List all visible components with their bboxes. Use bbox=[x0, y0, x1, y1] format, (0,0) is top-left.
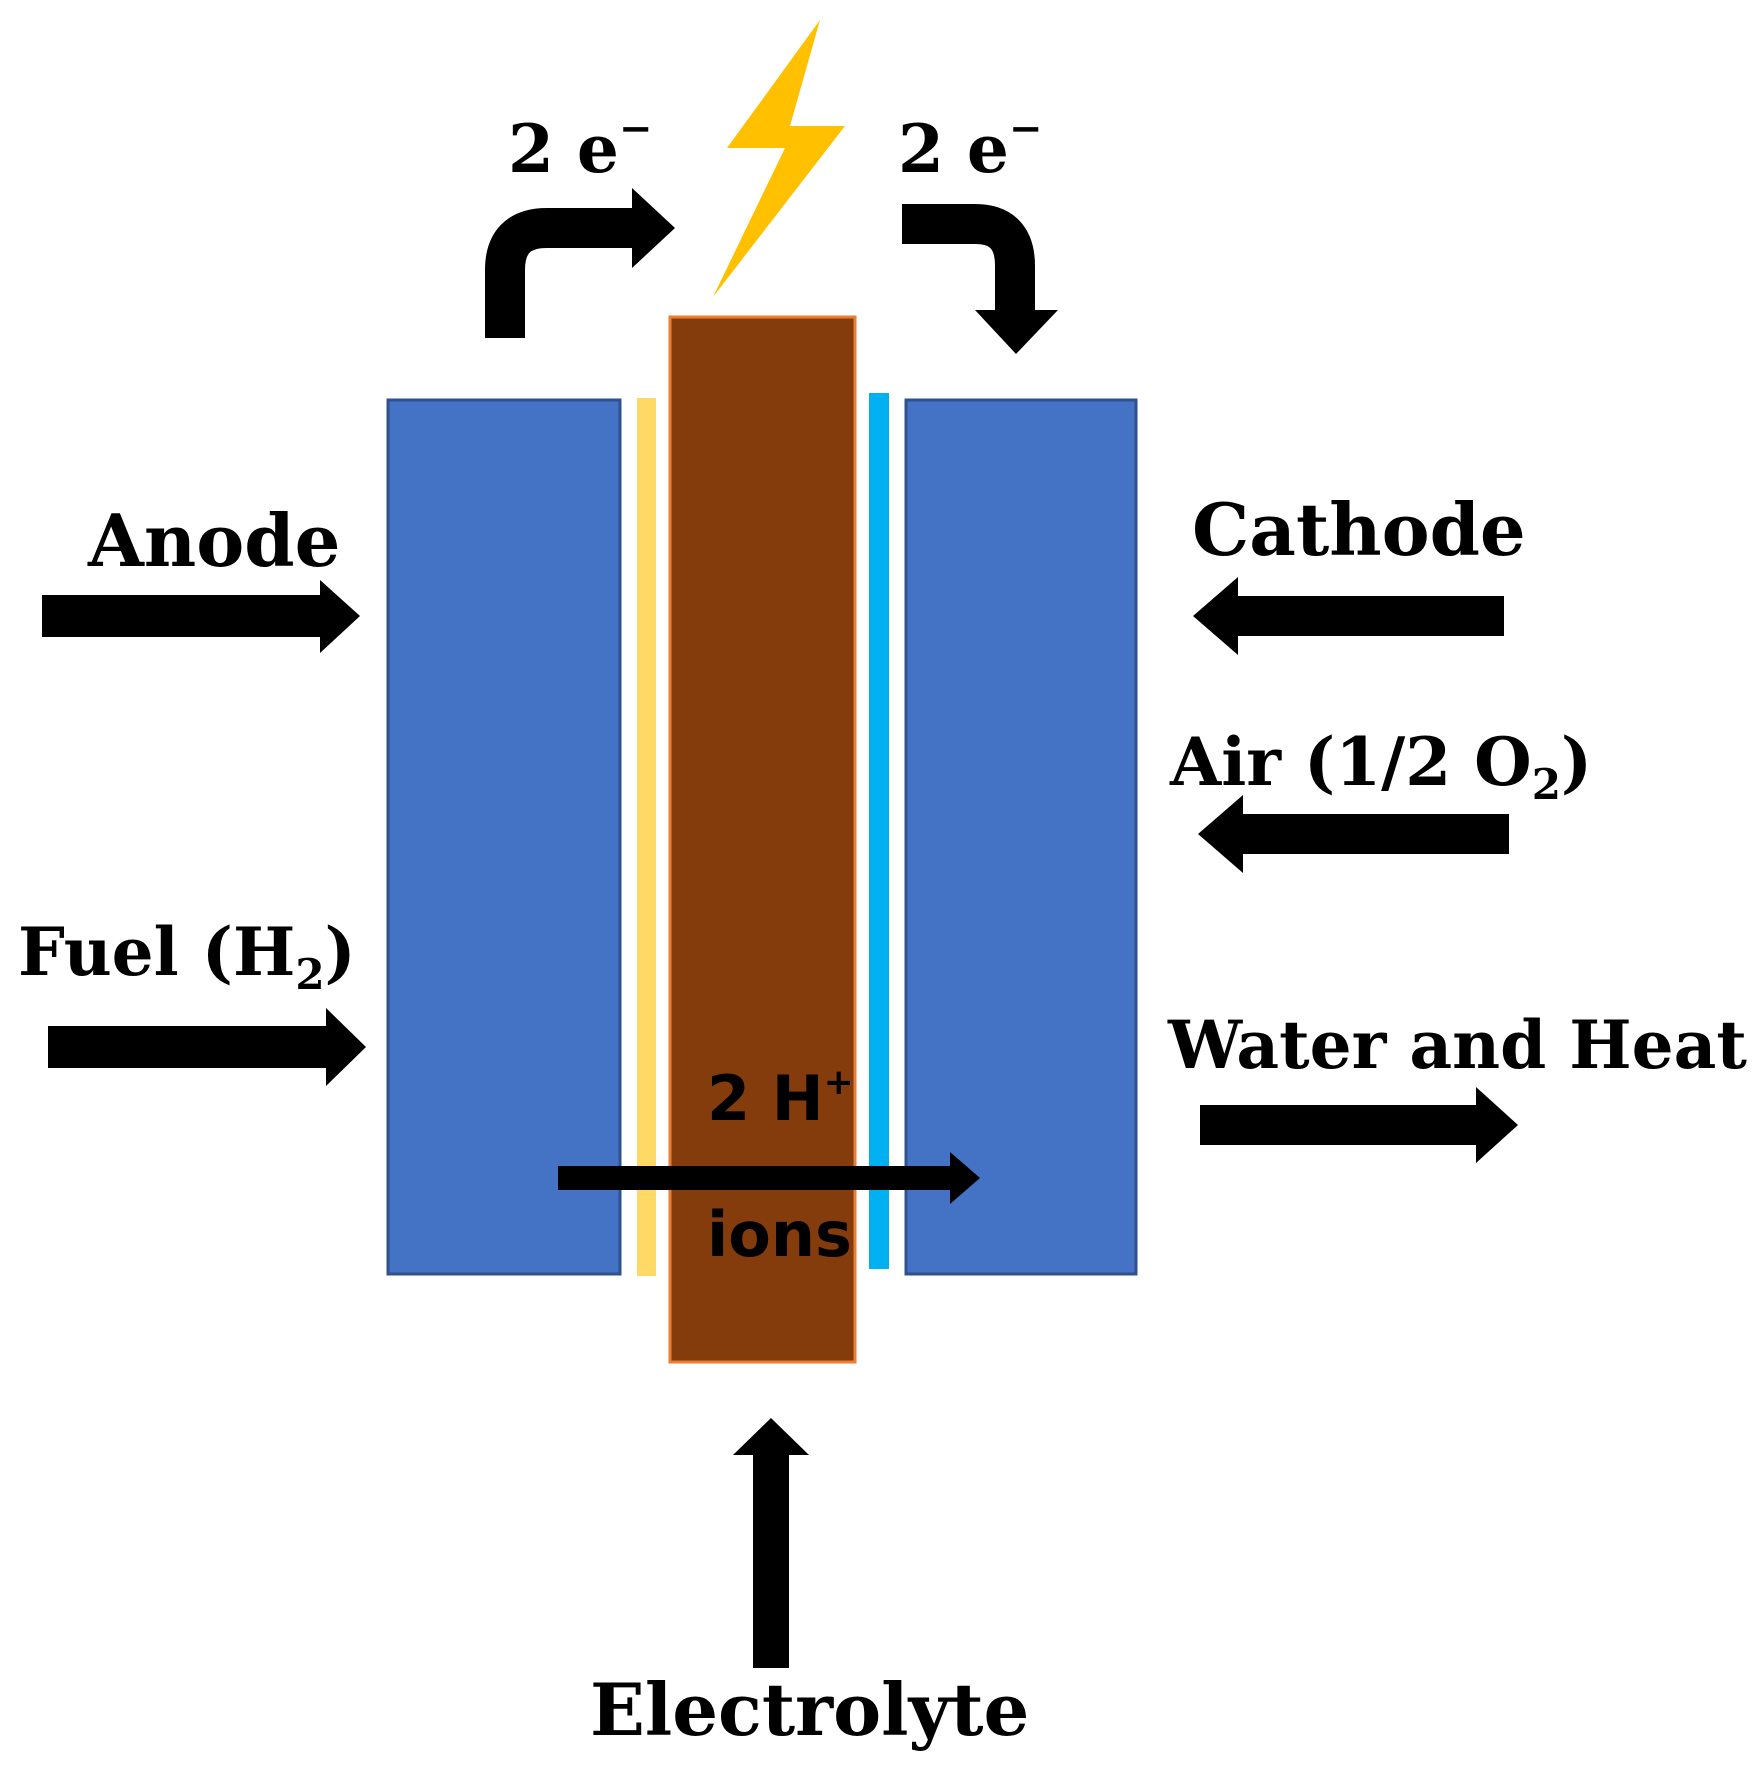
cathode-electrode-outline bbox=[904, 398, 1138, 1276]
electron-arrow-right-head bbox=[975, 310, 1058, 354]
cathode-catalyst-layer bbox=[869, 393, 889, 1269]
anode-electrode-outline bbox=[386, 398, 622, 1276]
electrolyte-arrow-head bbox=[733, 1418, 809, 1455]
electrolyte-label: Electrolyte bbox=[590, 1667, 1029, 1752]
fuel-label: Fuel (H2) bbox=[18, 913, 356, 999]
lightning-bolt-icon bbox=[713, 20, 845, 297]
water-arrow-shaft bbox=[1200, 1105, 1480, 1145]
electron-label-left: 2 e− bbox=[508, 105, 652, 188]
electron-arrow-right bbox=[902, 204, 1035, 316]
proton-arrow-head bbox=[950, 1152, 980, 1204]
water-heat-label: Water and Heat bbox=[1167, 1006, 1747, 1084]
air-arrow-shaft bbox=[1241, 814, 1509, 854]
air-arrow-head bbox=[1198, 795, 1243, 873]
proton-arrow-shaft bbox=[558, 1166, 953, 1190]
fuel-arrow-head bbox=[326, 1008, 366, 1086]
anode-arrow-head bbox=[320, 580, 360, 653]
cathode-label: Cathode bbox=[1192, 487, 1526, 572]
electrolyte-arrow-shaft bbox=[753, 1453, 789, 1668]
electrolyte-block-outline bbox=[668, 315, 857, 1364]
fuel-arrow-shaft bbox=[48, 1026, 330, 1068]
cathode-electrode bbox=[906, 400, 1136, 1274]
anode-arrow-shaft bbox=[42, 595, 324, 637]
cathode-arrow-head bbox=[1193, 577, 1238, 655]
air-label: Air (1/2 O2) bbox=[1169, 723, 1592, 809]
anode-catalyst-layer bbox=[637, 398, 656, 1276]
anode-electrode bbox=[388, 400, 620, 1274]
electron-arrow-left-head bbox=[632, 188, 675, 268]
electron-label-right: 2 e− bbox=[898, 105, 1042, 188]
cathode-arrow-shaft bbox=[1236, 596, 1504, 636]
anode-label: Anode bbox=[87, 498, 340, 583]
proton-label: 2 H+ bbox=[707, 1062, 854, 1135]
ions-label: ions bbox=[707, 1198, 852, 1271]
water-arrow-head bbox=[1476, 1087, 1518, 1163]
electron-arrow-left bbox=[485, 208, 635, 338]
